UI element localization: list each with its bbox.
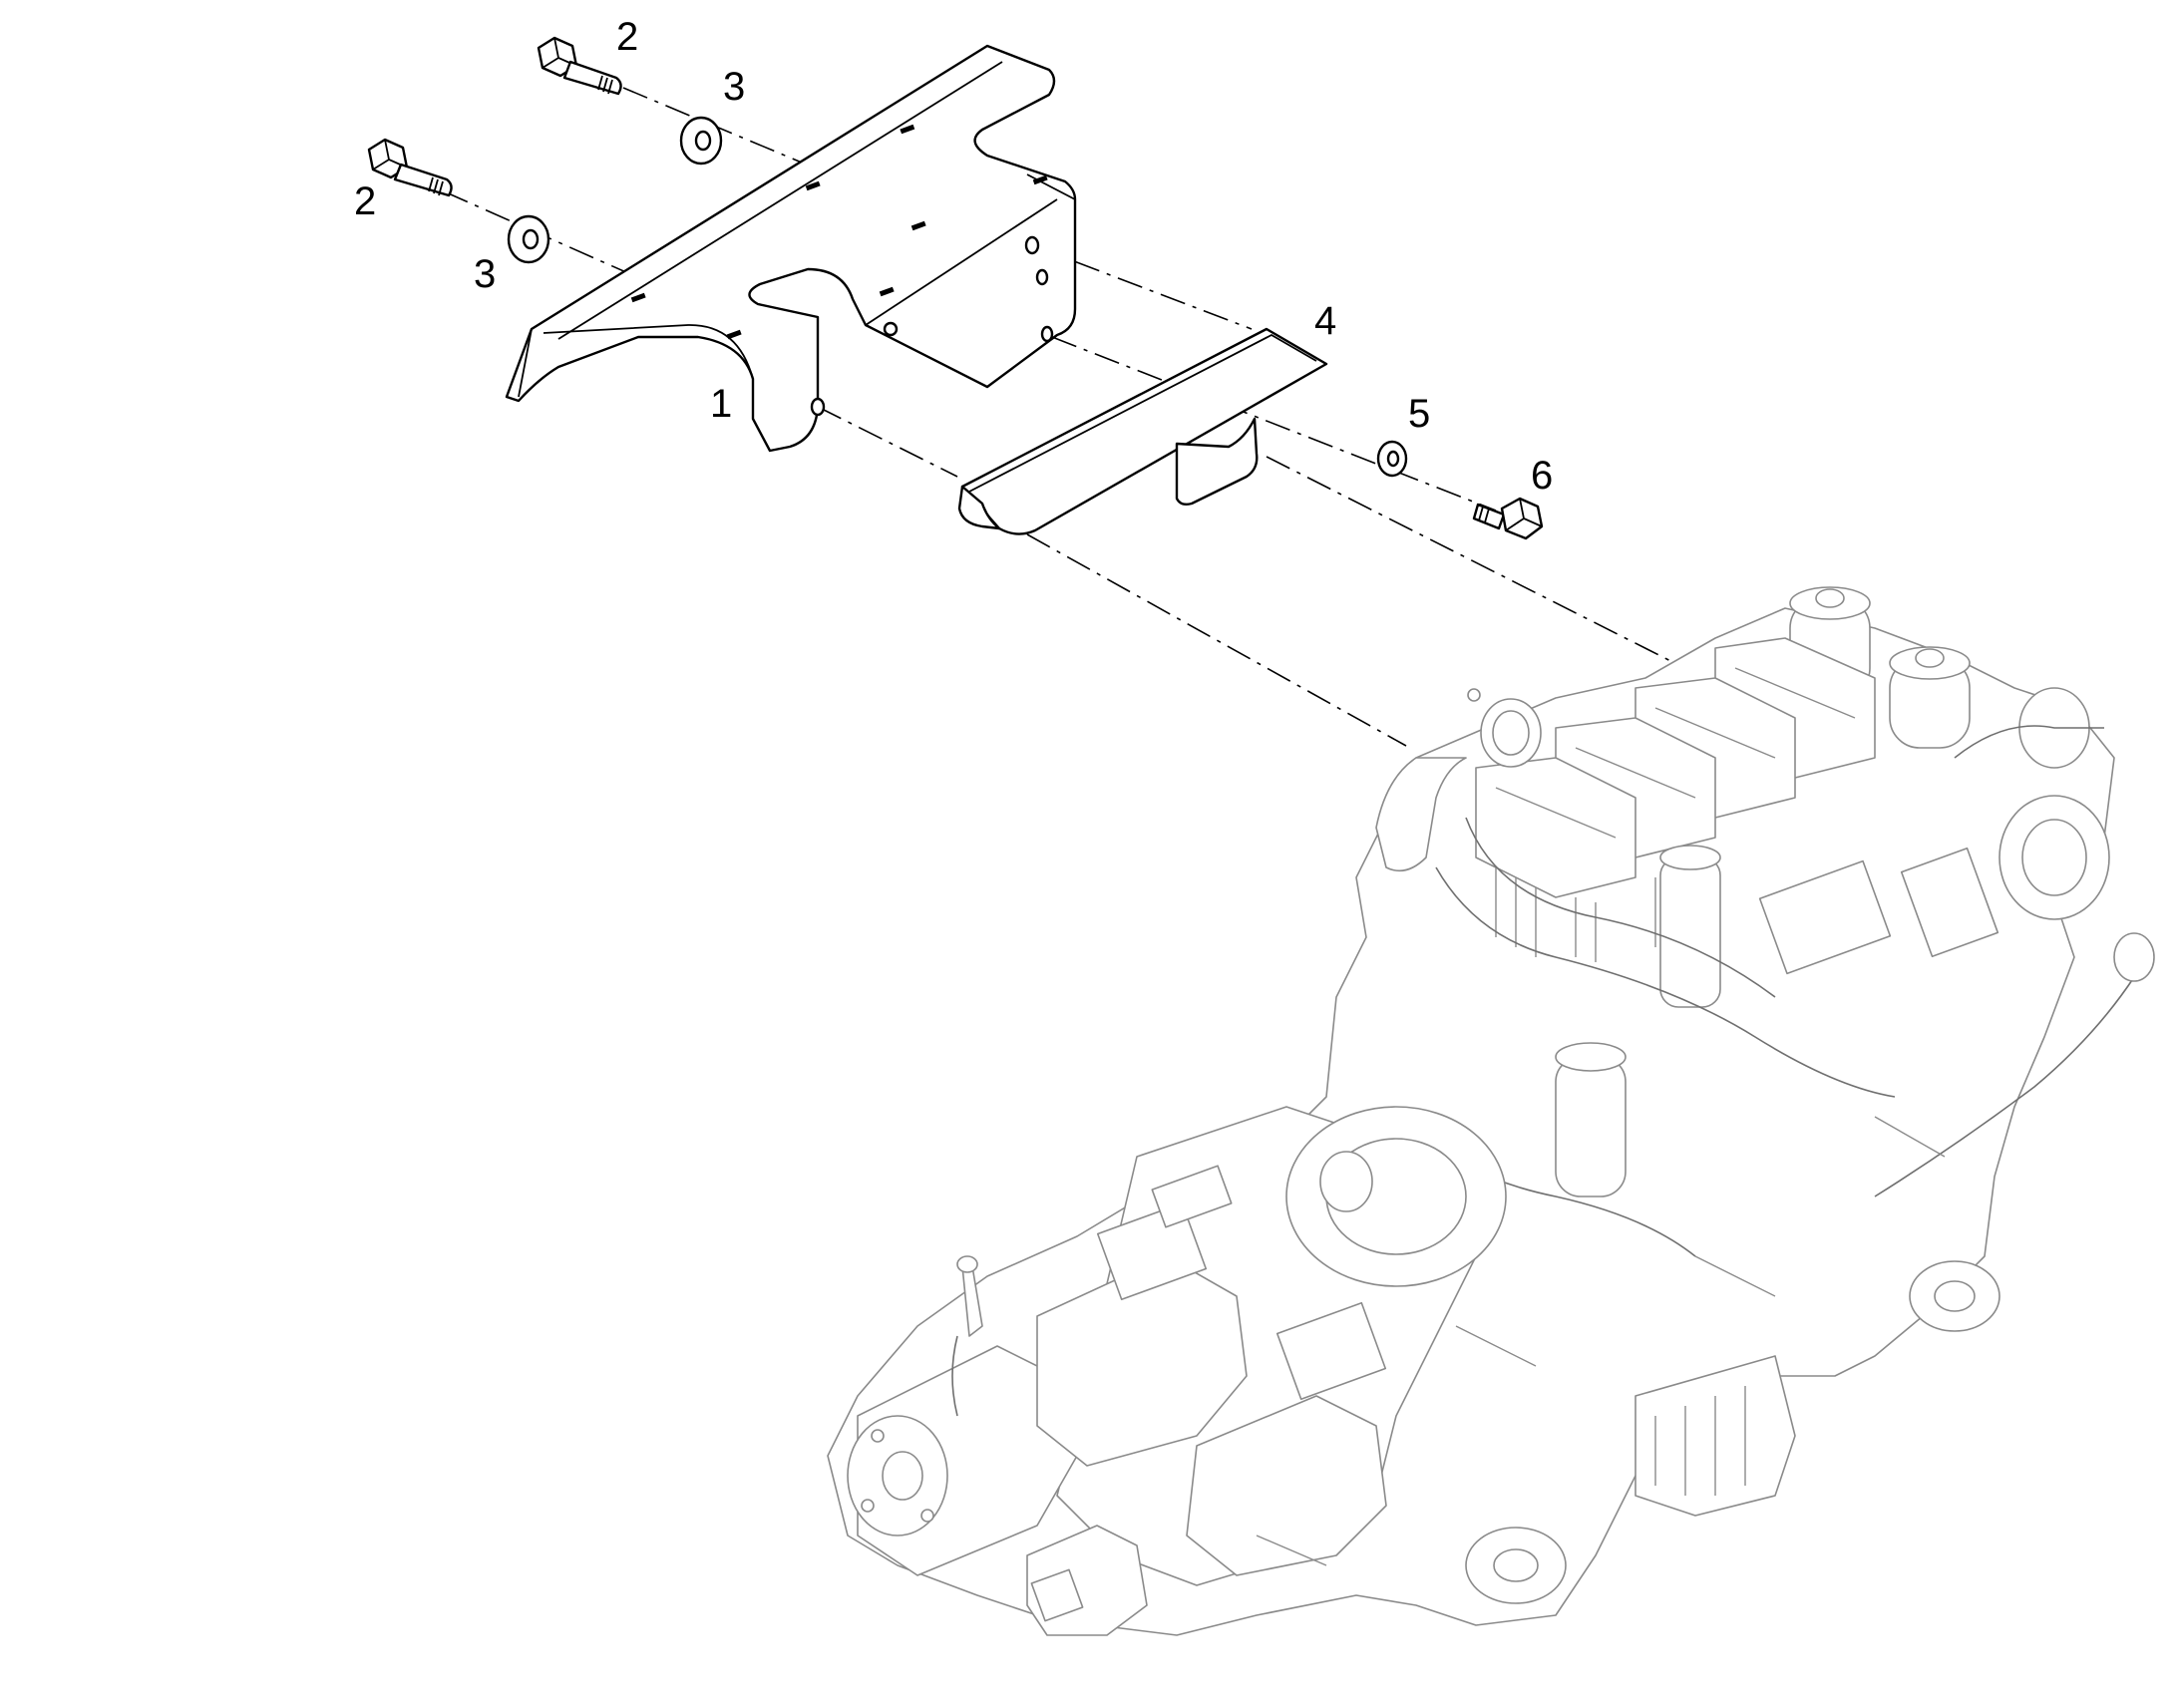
callout-6: 6 bbox=[1531, 454, 1553, 498]
washer-right-inner bbox=[1386, 450, 1400, 468]
washer-top-inner bbox=[694, 130, 712, 152]
bolt-right bbox=[1472, 497, 1544, 540]
oil-filter-stack bbox=[1659, 856, 1721, 1008]
solenoid-block bbox=[1151, 1165, 1233, 1228]
callout-4: 4 bbox=[1314, 299, 1336, 343]
bracket-hole bbox=[1024, 235, 1040, 255]
callout-3-left: 3 bbox=[474, 252, 496, 296]
assembly-line-left-bolt bbox=[443, 190, 744, 325]
bolt-right-shank bbox=[1472, 503, 1506, 530]
wiring-loom-1 bbox=[1435, 866, 1896, 1098]
pump-1-port bbox=[882, 1451, 923, 1501]
assembly-lines bbox=[443, 87, 1701, 747]
filter-canister-1-nut bbox=[1815, 588, 1845, 608]
callout-labels: 1 2 2 3 3 4 5 6 bbox=[354, 15, 1553, 498]
misc-bracket-lines bbox=[1256, 1116, 1946, 1566]
valve-cover-ribs bbox=[1495, 667, 1856, 839]
ecu-module-2 bbox=[1900, 847, 1999, 958]
long-tube-right bbox=[1874, 976, 2135, 1197]
small-sensor bbox=[1467, 688, 1481, 702]
bolt-right-thread bbox=[1478, 506, 1490, 523]
bracket-slot bbox=[900, 124, 915, 135]
dipstick-cap bbox=[956, 1255, 978, 1273]
bracket-slot bbox=[1032, 174, 1048, 185]
bracket-slot bbox=[805, 180, 821, 191]
callout-2-left: 2 bbox=[354, 179, 376, 223]
plate-fold-line bbox=[968, 333, 1317, 493]
assembly-line-right-bolt bbox=[1051, 336, 1497, 512]
bracket-hole bbox=[1035, 268, 1049, 286]
washer-top bbox=[679, 116, 723, 166]
engine-assembly-ghost bbox=[827, 586, 2155, 1636]
bracket-fold-line-3 bbox=[1026, 173, 1076, 200]
egr-pipe bbox=[1954, 725, 2104, 759]
fuel-filter-cap bbox=[1555, 1042, 1627, 1072]
filter-canister-2-nut bbox=[1915, 648, 1945, 668]
ecu-module bbox=[1758, 859, 1892, 975]
bolt-left-shank bbox=[393, 163, 453, 197]
washer-left bbox=[507, 214, 550, 264]
valve-cover-4 bbox=[1475, 757, 1636, 898]
plate-part bbox=[957, 327, 1328, 535]
cylinder-fins bbox=[1495, 867, 1676, 962]
pump-1-bolt bbox=[861, 1499, 875, 1513]
control-valve-1 bbox=[1096, 1201, 1208, 1301]
callout-1: 1 bbox=[710, 382, 732, 426]
bracket-slot bbox=[726, 329, 742, 340]
intake-elbow bbox=[1375, 757, 1467, 872]
control-valve-2 bbox=[1275, 1301, 1387, 1401]
pump-1-bolt bbox=[920, 1509, 934, 1523]
pump-1-bolt bbox=[871, 1429, 885, 1443]
assembly-line-to-engine-right bbox=[1266, 456, 1701, 677]
bolt-right-head-edge bbox=[1505, 498, 1543, 531]
bolt-top bbox=[537, 36, 622, 96]
drive-flange bbox=[1319, 1151, 1373, 1212]
washer-right bbox=[1376, 440, 1408, 478]
bracket-body bbox=[505, 44, 1077, 453]
oil-pan-ribs bbox=[1654, 1386, 1746, 1496]
bracket-fold-line-5 bbox=[557, 61, 1003, 340]
fuel-filter-housing bbox=[1555, 1056, 1627, 1197]
bracket-hole bbox=[1040, 325, 1054, 343]
assembly-line-bracket-hole bbox=[817, 406, 958, 478]
assembly-line-to-engine-left bbox=[1026, 533, 1407, 747]
bracket-fold-line-1 bbox=[518, 328, 533, 398]
oil-filter-top bbox=[1659, 845, 1721, 870]
callout-2-top: 2 bbox=[616, 15, 638, 59]
plate-tab-left bbox=[957, 485, 1001, 530]
bracket-slot bbox=[910, 220, 926, 231]
bolt-left-thread bbox=[428, 176, 444, 196]
bracket-hole bbox=[883, 321, 899, 337]
pump-connector bbox=[1030, 1568, 1084, 1622]
turbo-housing-inner bbox=[2021, 819, 2087, 896]
rear-mount-hole bbox=[1493, 1548, 1539, 1582]
bolt-top-shank bbox=[562, 60, 622, 96]
bracket-slot bbox=[630, 292, 646, 303]
bracket-hole bbox=[810, 397, 826, 417]
bracket-part bbox=[505, 44, 1077, 453]
washer-left-inner bbox=[522, 228, 540, 250]
bracket-fold-line-2 bbox=[543, 324, 754, 380]
breather-cap bbox=[2113, 932, 2155, 982]
wiring-loom-2 bbox=[1465, 817, 1776, 998]
hydraulic-pump-3 bbox=[1186, 1395, 1387, 1576]
assembly-line-upper-hole bbox=[1031, 244, 1253, 330]
intake-flange-inner bbox=[1492, 710, 1530, 756]
bracket-slot bbox=[879, 286, 895, 297]
front-mount-hole bbox=[1934, 1280, 1976, 1312]
breather-hose bbox=[951, 1335, 958, 1417]
bolt-left bbox=[367, 138, 453, 197]
plate-body bbox=[960, 327, 1328, 535]
bracket-fold-line-4 bbox=[865, 198, 1058, 326]
plate-tab-right bbox=[1175, 417, 1259, 507]
bolt-top-thread bbox=[597, 75, 613, 95]
callout-5: 5 bbox=[1408, 392, 1430, 436]
callout-3-top: 3 bbox=[723, 65, 745, 109]
